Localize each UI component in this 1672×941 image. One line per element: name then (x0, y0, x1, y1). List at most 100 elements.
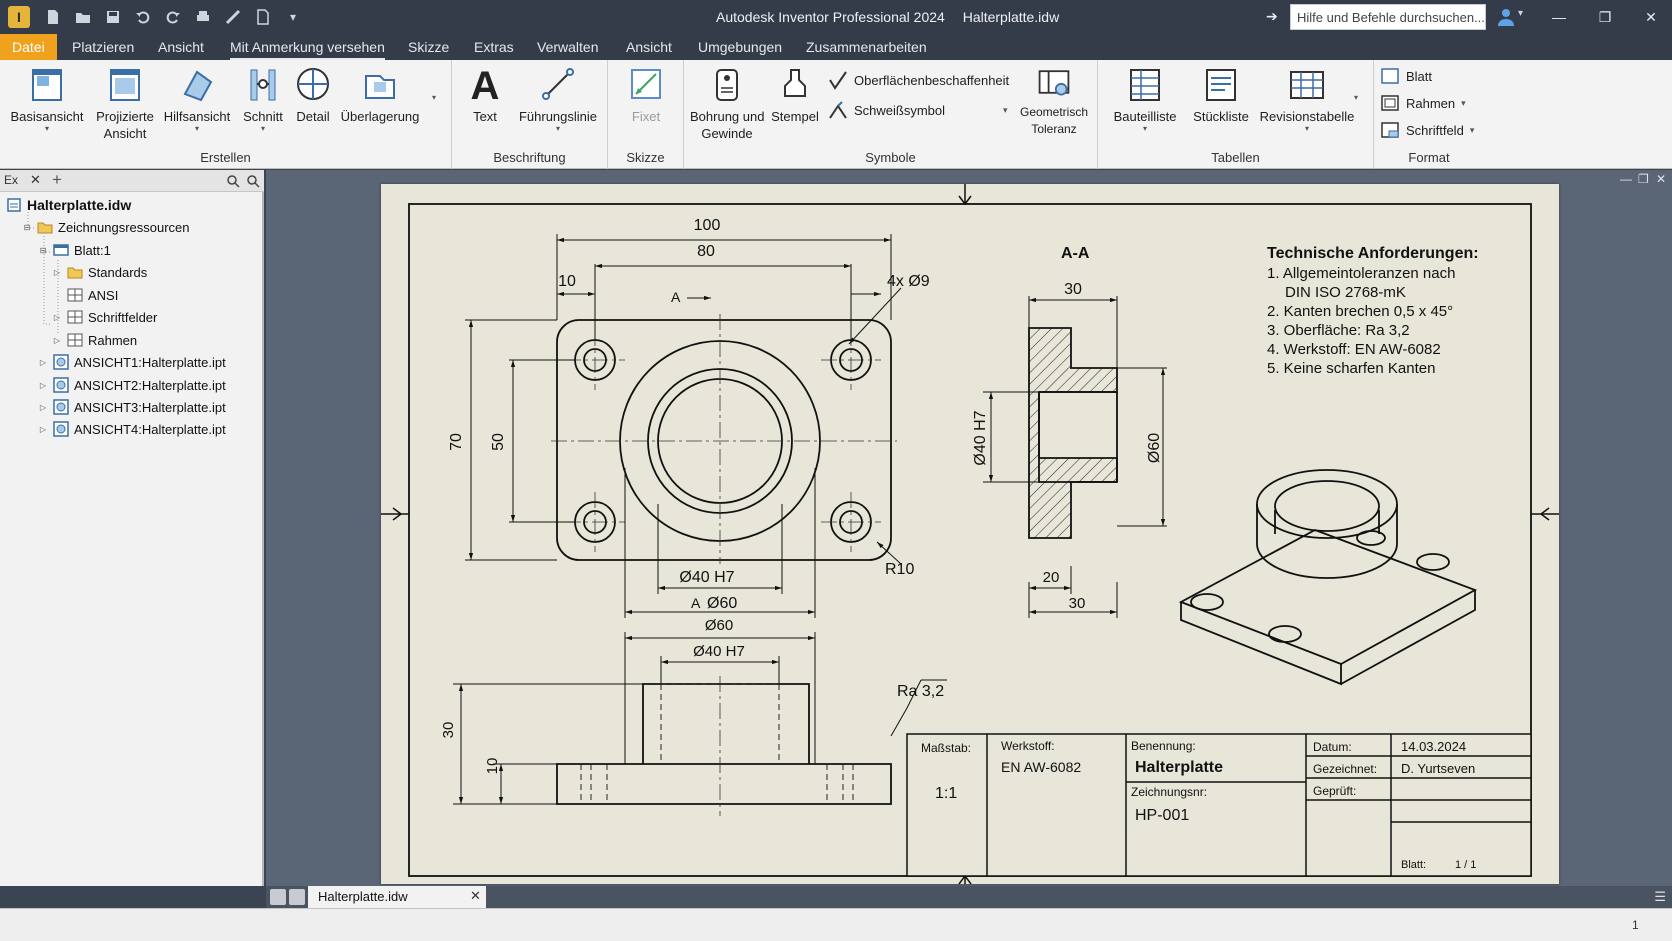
tree-item-schriftfelder[interactable]: ▷ Schriftfelder (52, 306, 157, 328)
help-search-input[interactable]: Hilfe und Befehle durchsuchen... (1290, 4, 1486, 30)
tree-item-ansicht3[interactable]: ▷ ANSICHT3:Halterplatte.ipt (38, 396, 226, 418)
stueckliste-button[interactable]: Stückliste (1190, 64, 1252, 125)
collapse-icon[interactable]: ⊟ (23, 222, 31, 232)
tab-ansicht-2[interactable]: Ansicht (626, 39, 672, 55)
tree-root[interactable]: Halterplatte.idw (6, 194, 131, 216)
browser-close-icon[interactable]: ✕ (30, 172, 41, 187)
hilfsansicht-button[interactable]: Hilfsansicht ▾ (162, 64, 232, 133)
drawing-canvas[interactable]: — ❐ ✕ (266, 170, 1672, 886)
tab-mit-anmerkung-versehen[interactable]: Mit Anmerkung versehen (230, 34, 385, 60)
canvas-close-icon[interactable]: ✕ (1656, 172, 1667, 186)
properties-icon[interactable] (250, 8, 276, 26)
sign-in-arrow-icon[interactable]: ➔ (1266, 8, 1278, 24)
document-tab[interactable]: Halterplatte.idw ✕ (308, 886, 486, 908)
schweisssymbol-button[interactable]: Schweißsymbol ▾ (828, 98, 1008, 122)
tree-item-ansicht4[interactable]: ▷ ANSICHT4:Halterplatte.ipt (38, 418, 226, 440)
browser-add-icon[interactable]: + (52, 170, 62, 189)
schriftfeld-button[interactable]: Schriftfeld ▾ (1380, 118, 1474, 142)
tab-extras[interactable]: Extras (474, 39, 514, 55)
tab-verwalten[interactable]: Verwalten (537, 39, 599, 55)
base-view-icon (32, 69, 62, 101)
inventor-logo-icon[interactable]: I (8, 6, 30, 28)
surface-texture-icon (829, 71, 847, 90)
rahmen-caret-icon[interactable]: ▾ (1461, 97, 1466, 108)
bauteilliste-button[interactable]: Bauteilliste ▾ (1106, 64, 1184, 133)
rahmen-button[interactable]: Rahmen ▾ (1380, 91, 1466, 115)
expand-icon[interactable]: ▷ (53, 312, 61, 322)
tree-item-blatt[interactable]: ⊟ Blatt:1 (38, 239, 111, 261)
stempel-button[interactable]: Stempel (768, 64, 822, 125)
section-dim-30-bottom: 30 (1069, 595, 1086, 612)
tile-icon[interactable] (289, 889, 305, 905)
tb-benennung: Halterplatte (1135, 759, 1223, 776)
account-caret-icon[interactable]: ▾ (1518, 8, 1524, 19)
ueberlagerung-button[interactable]: Überlagerung (338, 64, 422, 125)
expand-icon[interactable]: ▷ (39, 380, 47, 390)
revisionstabelle-button[interactable]: Revisionstabelle ▾ (1256, 64, 1358, 133)
schnitt-button[interactable]: Schnitt ▾ (238, 64, 288, 133)
tab-ansicht[interactable]: Ansicht (158, 39, 204, 55)
browser-find-icon[interactable] (246, 174, 260, 188)
user-account-icon[interactable] (1496, 7, 1516, 27)
oberflaeche-button[interactable]: Oberflächenbeschaffenheit (828, 68, 1009, 92)
expand-icon[interactable]: ▷ (53, 267, 61, 277)
close-window-icon[interactable]: ✕ (1645, 9, 1657, 25)
canvas-minimize-icon[interactable]: — (1620, 172, 1632, 186)
caret-icon: ▾ (1304, 124, 1309, 133)
expand-icon[interactable]: ▷ (39, 424, 47, 434)
save-icon[interactable] (100, 8, 126, 26)
canvas-restore-icon[interactable]: ❐ (1638, 172, 1649, 186)
geometrische-toleranz-button[interactable]: Geometrisch Toleranz (1018, 64, 1090, 138)
document-name: Halterplatte.idw (962, 9, 1060, 25)
basisansicht-button[interactable]: Basisansicht ▾ (8, 64, 86, 133)
doctab-close-icon[interactable]: ✕ (470, 888, 481, 903)
status-bar: 1 (0, 908, 1672, 941)
browser-tab[interactable]: Ex (4, 173, 19, 187)
panel-beschriftung-title: Beschriftung (493, 150, 566, 165)
tab-umgebungen[interactable]: Umgebungen (698, 39, 783, 55)
restore-icon[interactable]: ❐ (1598, 9, 1612, 25)
fixed-sketch-button[interactable]: Fixet (620, 64, 672, 125)
detail-button[interactable]: Detail (290, 64, 336, 125)
tree-item-ansi[interactable]: ANSI (52, 284, 118, 306)
redo-icon[interactable] (160, 8, 186, 26)
expand-icon[interactable]: ▷ (39, 357, 47, 367)
expand-icon[interactable]: ▷ (53, 335, 61, 345)
tabellen-more-caret-icon[interactable]: ▾ (1354, 93, 1359, 102)
print-icon[interactable] (190, 8, 216, 26)
text-button[interactable]: A Text (460, 64, 510, 125)
drawing-sheet[interactable]: 100 80 10 A 4x Ø9 70 50 R10 Ø40 H7 A Ø60 (381, 184, 1559, 884)
minimize-icon[interactable]: — (1552, 9, 1566, 25)
tree-item-ansicht1[interactable]: ▷ ANSICHT1:Halterplatte.ipt (38, 351, 226, 373)
tab-skizze[interactable]: Skizze (408, 39, 450, 55)
projizierte-label-1: Projizierte (96, 109, 154, 124)
measure-icon[interactable] (220, 8, 246, 26)
undo-icon[interactable] (130, 8, 156, 26)
tab-menu-icon[interactable]: ☰ (1654, 889, 1666, 904)
new-file-icon[interactable] (40, 8, 66, 26)
fuehrungslinie-button[interactable]: Führungslinie ▾ (514, 64, 602, 133)
tree-item-ansicht2[interactable]: ▷ ANSICHT2:Halterplatte.ipt (38, 374, 226, 396)
expand-icon[interactable]: ▷ (39, 402, 47, 412)
tree-item-ressourcen[interactable]: ⊟ Zeichnungsressourcen (22, 216, 190, 238)
browser-search-icon[interactable] (226, 174, 240, 188)
revision-table-icon (1290, 71, 1324, 99)
projizierte-ansicht-button[interactable]: Projizierte Ansicht (92, 64, 158, 142)
blatt-button[interactable]: Blatt (1380, 64, 1432, 88)
customize-caret-icon[interactable]: ▾ (289, 10, 297, 24)
tab-platzieren[interactable]: Platzieren (72, 39, 135, 55)
tree-item-standards[interactable]: ▷ Standards (52, 261, 147, 283)
tree-item-rahmen[interactable]: ▷ Rahmen (52, 329, 137, 351)
schweiss-caret-icon[interactable]: ▾ (1003, 104, 1008, 115)
home-icon[interactable] (270, 889, 286, 905)
doctab-label: Halterplatte.idw (318, 889, 408, 904)
border-icon (1381, 95, 1399, 111)
panel-beschriftung: A Text Führungslinie ▾ Beschriftung (452, 60, 608, 169)
erstellen-more-caret-icon[interactable]: ▾ (432, 93, 437, 102)
tab-zusammenarbeiten[interactable]: Zusammenarbeiten (806, 39, 927, 55)
tab-datei[interactable]: Datei (0, 34, 57, 60)
collapse-icon[interactable]: ⊟ (39, 245, 47, 255)
schriftfeld-caret-icon[interactable]: ▾ (1469, 124, 1475, 135)
open-file-icon[interactable] (70, 8, 96, 26)
bohrung-gewinde-button[interactable]: Bohrung und Gewinde (690, 64, 764, 142)
